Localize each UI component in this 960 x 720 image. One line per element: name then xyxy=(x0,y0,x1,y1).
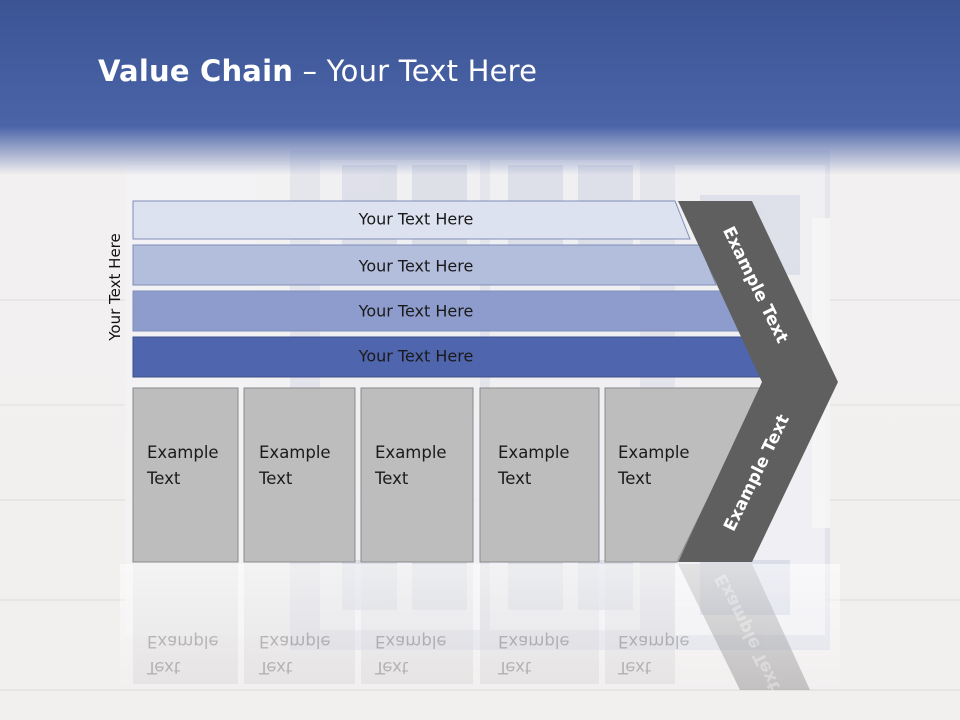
activity-box-2-line1: Example xyxy=(259,443,331,462)
support-bar-4-label: Your Text Here xyxy=(358,346,474,366)
activity-box-2 xyxy=(243,387,356,563)
activity-box-4 xyxy=(479,387,600,563)
activity-box-1-label: Example Text xyxy=(147,440,219,492)
activity-box-3-line2: Text xyxy=(375,469,409,488)
activity-box-3 xyxy=(360,387,474,563)
title-rest: – Your Text Here xyxy=(293,54,538,88)
activity-box-4-line1: Example xyxy=(498,443,570,462)
activity-box-2-line2: Text xyxy=(259,469,293,488)
support-bar-1-label: Your Text Here xyxy=(358,209,474,229)
activity-box-5-line1: Example xyxy=(618,443,690,462)
support-bar-2-label: Your Text Here xyxy=(358,256,474,276)
activity-box-5 xyxy=(604,387,763,563)
support-bar-1 xyxy=(132,200,691,240)
support-bar-2 xyxy=(132,244,717,286)
activity-box-2-label: Example Text xyxy=(259,440,331,492)
title-bold: Value Chain xyxy=(98,54,294,88)
activity-box-3-label: Example Text xyxy=(375,440,447,492)
activity-box-5-label: Example Text xyxy=(618,440,690,492)
support-bar-3-label: Your Text Here xyxy=(358,301,474,321)
slide-title: Value Chain – Your Text Here xyxy=(98,54,537,88)
activity-box-4-label: Example Text xyxy=(498,440,570,492)
activity-box-1-line1: Example xyxy=(147,443,219,462)
activity-box-5-line2: Text xyxy=(618,469,652,488)
activity-box-1-line2: Text xyxy=(147,469,181,488)
activity-box-3-line1: Example xyxy=(375,443,447,462)
margin-chevron xyxy=(678,201,838,562)
activity-box-1 xyxy=(132,387,239,563)
activity-box-4-line2: Text xyxy=(498,469,532,488)
